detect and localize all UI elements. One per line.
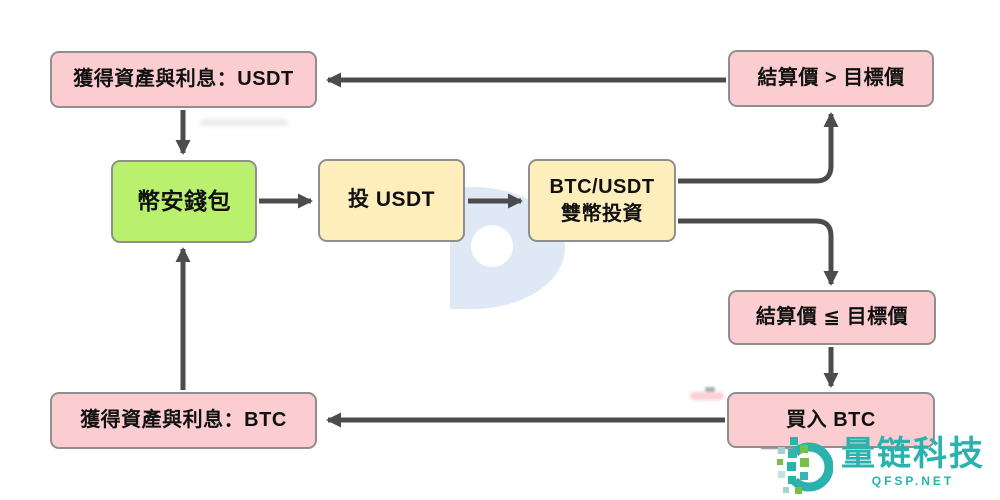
brand-logo: 量链科技 QFSP.NET xyxy=(775,435,1000,500)
node-gain-btc: 獲得資產與利息：BTC xyxy=(50,392,317,449)
node-settle-gt: 結算價 > 目標價 xyxy=(728,50,934,107)
node-invest-usdt: 投 USDT xyxy=(318,159,465,242)
brand-logo-name: 量链科技 xyxy=(841,435,985,473)
node-buy-btc: 買入 BTC xyxy=(727,392,935,448)
arrow-dual-to-settle-le xyxy=(678,218,839,286)
brand-logo-icon xyxy=(777,437,833,494)
node-gain-usdt: 獲得資產與利息：USDT xyxy=(50,51,317,108)
arrow-dual-to-settle-gt xyxy=(678,112,839,184)
node-binance-wallet: 幣安錢包 xyxy=(111,160,257,243)
node-settle-le: 結算價 ≦ 目標價 xyxy=(728,290,936,345)
brand-logo-url: QFSP.NET xyxy=(871,474,955,489)
node-dual-investment: BTC/USDT 雙幣投資 xyxy=(528,159,676,242)
